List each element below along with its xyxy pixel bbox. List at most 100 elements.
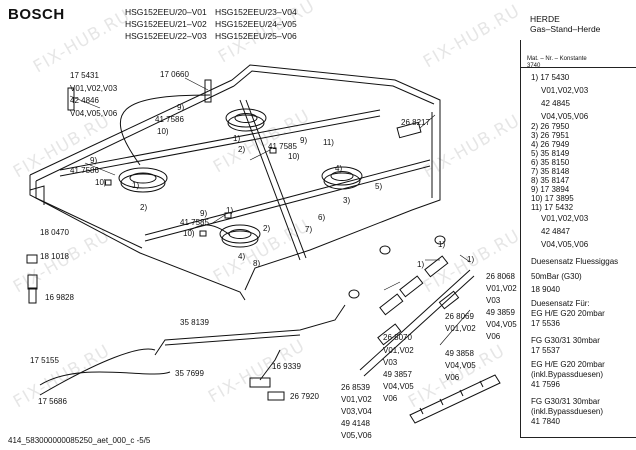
parts-list-item: 42 4847: [541, 227, 570, 236]
part-callout: V04,V05: [383, 382, 414, 391]
part-callout: 26 8539: [341, 383, 370, 392]
part-callout: V01,V02: [486, 284, 517, 293]
part-callout: 18 0470: [40, 228, 69, 237]
part-callout: 26 8217: [401, 118, 430, 127]
part-callout: 17 5155: [30, 356, 59, 365]
part-callout: 1): [226, 206, 234, 215]
parts-list-item: V01,V02,V03: [541, 214, 589, 223]
parts-list-item: 10) 17 3895: [531, 194, 574, 203]
model-code: HSG152EEU/22–V03: [125, 31, 207, 41]
catalog-code: 3740: [527, 63, 541, 69]
part-callout: V04,V05,V06: [70, 109, 118, 118]
parts-list-item: 5) 35 8149: [531, 149, 570, 158]
parts-list-item: 41 7596: [531, 380, 560, 389]
parts-list-item: 42 4845: [541, 99, 570, 108]
model-code: HSG152EEU/21–V02: [125, 19, 207, 29]
brand-logo: BOSCH: [8, 6, 65, 23]
part-callout: 4): [238, 252, 246, 261]
parts-list-item: 11) 17 5432: [531, 203, 574, 212]
parts-list-item: V01,V02,V03: [541, 86, 589, 95]
part-callout: 49 3858: [445, 349, 474, 358]
part-callout: 1): [417, 260, 425, 269]
part-callout: 5): [375, 182, 383, 191]
parts-list-item: V04,V05,V06: [541, 112, 589, 121]
parts-list-item: 4) 26 7949: [531, 140, 570, 149]
parts-list-item: 2) 26 7950: [531, 122, 570, 131]
part-callout: 9): [200, 209, 208, 218]
part-callout: V03: [486, 296, 501, 305]
parts-list-item: 18 9040: [531, 285, 560, 294]
part-callout: 17 0660: [160, 70, 189, 79]
parts-list-item: Duesensatz Fluessiggas: [531, 257, 619, 266]
parts-list-item: 6) 35 8150: [531, 158, 570, 167]
parts-list-item: V04,V05,V06: [541, 240, 589, 249]
part-callout: 2): [140, 203, 148, 212]
part-callout: 41 7585: [180, 218, 209, 227]
part-callout: 41 7585: [268, 142, 297, 151]
part-callout: 49 3859: [486, 308, 515, 317]
part-callout: 1): [233, 134, 241, 143]
model-code: HSG152EEU/24–V05: [215, 19, 297, 29]
part-callout: V01,V02: [445, 324, 476, 333]
part-callout: V05,V06: [341, 431, 372, 440]
parts-list-item: 8) 35 8147: [531, 176, 570, 185]
parts-list-item: EG H/E G20 20mbar: [531, 309, 605, 318]
part-callout: 8): [253, 259, 261, 268]
part-callout: 1): [467, 255, 475, 264]
part-callout: V03,V04: [341, 407, 372, 416]
parts-list-item: Duesensatz Für:: [531, 299, 590, 308]
part-callout: 9): [177, 103, 185, 112]
parts-list-item: 1) 17 5430: [531, 73, 570, 82]
parts-list-item: 3) 26 7951: [531, 131, 570, 140]
parts-list-item: 17 5536: [531, 319, 560, 328]
panel-divider: [520, 67, 636, 68]
part-callout: 16 9339: [272, 362, 301, 371]
panel-divider: [520, 437, 636, 438]
part-callout: V01,V02: [383, 346, 414, 355]
part-callout: 17 5686: [38, 397, 67, 406]
part-callout: 10): [288, 152, 300, 161]
part-callout: V01,V02: [341, 395, 372, 404]
part-callout: 6): [318, 213, 326, 222]
part-callout: 4): [335, 164, 343, 173]
parts-list-item: 17 5537: [531, 346, 560, 355]
parts-list-item: 50mBar (G30): [531, 272, 582, 281]
part-callout: 26 8069: [445, 312, 474, 321]
part-callout: V01,V02,V03: [70, 84, 118, 93]
part-callout: 11): [323, 138, 334, 147]
catalog-label: Mat. – Nr. – Konstante: [527, 56, 587, 62]
part-callout: V03: [383, 358, 398, 367]
part-callout: 49 3857: [383, 370, 412, 379]
parts-list-item: 41 7840: [531, 417, 560, 426]
part-callout: V06: [383, 394, 398, 403]
part-callout: 9): [300, 136, 308, 145]
part-callout: 2): [238, 145, 246, 154]
part-callout: V06: [445, 373, 460, 382]
parts-list-item: FG G30/31 30mbar: [531, 397, 600, 406]
model-code: HSG152EEU/20–V01: [125, 7, 207, 17]
part-callout: 18 1018: [40, 252, 69, 261]
part-callout: 16 9828: [45, 293, 74, 302]
drawing-reference: 414_583000000085250_aet_000_c -5/5: [8, 436, 151, 445]
product-type: Gas–Stand–Herde: [530, 24, 601, 34]
parts-list-item: FG G30/31 30mbar: [531, 336, 600, 345]
part-callout: 26 7920: [290, 392, 319, 401]
part-callout: 3): [343, 196, 351, 205]
part-callout: 41 7586: [70, 166, 99, 175]
parts-list-item: 9) 17 3894: [531, 185, 570, 194]
product-category: HERDE: [530, 14, 560, 24]
parts-list-item: EG H/E G20 20mbar: [531, 360, 605, 369]
part-callout: 7): [305, 225, 313, 234]
part-callout: 1): [438, 240, 446, 249]
parts-list-item: (inkl.Bypassduesen): [531, 370, 604, 379]
part-callout: V04,V05: [486, 320, 517, 329]
model-code: HSG152EEU/23–V04: [215, 7, 297, 17]
part-callout: V06: [486, 332, 501, 341]
part-callout: 35 8139: [180, 318, 209, 327]
panel-divider: [520, 40, 521, 438]
part-callout: 42 4846: [70, 96, 99, 105]
part-callout: 2): [263, 224, 271, 233]
part-callout: 9): [90, 156, 98, 165]
